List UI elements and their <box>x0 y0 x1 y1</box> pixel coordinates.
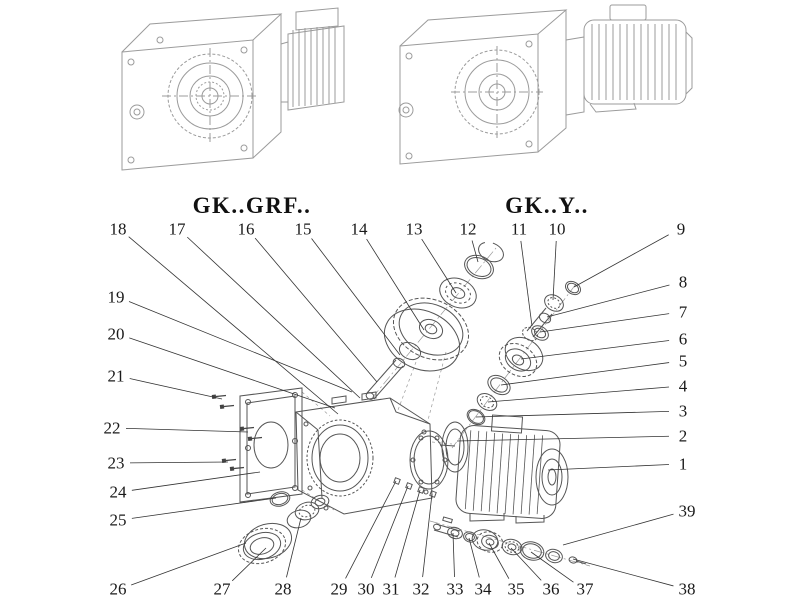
callout-number-27: 27 <box>213 579 231 599</box>
exploded-view <box>211 241 591 567</box>
callout-number-10: 10 <box>548 219 566 239</box>
callout-number-25: 25 <box>109 510 127 530</box>
callout-number-38: 38 <box>678 579 696 599</box>
callout-number-35: 35 <box>507 579 525 599</box>
bevel-pinion-set <box>466 280 581 426</box>
callout-number-26: 26 <box>109 579 127 599</box>
gear-housing <box>295 391 449 515</box>
callout-number-28: 28 <box>274 579 292 599</box>
assembled-gearbox-drawing-grf <box>121 7 345 171</box>
callout-number-15: 15 <box>294 219 312 239</box>
callout-number-1: 1 <box>678 454 688 474</box>
model-title-y: GK..Y.. <box>505 193 589 218</box>
ring-gear-parts <box>237 491 330 565</box>
input-gear-set <box>365 241 504 400</box>
callout-number-5: 5 <box>678 351 688 371</box>
callout-number-13: 13 <box>405 219 423 239</box>
model-title-grf: GK..GRF.. <box>192 193 312 218</box>
callout-number-33: 33 <box>446 579 464 599</box>
callout-number-2: 2 <box>678 426 688 446</box>
callout-number-4: 4 <box>678 376 688 396</box>
callout-number-17: 17 <box>168 219 186 239</box>
callout-number-36: 36 <box>542 579 560 599</box>
callout-number-24: 24 <box>109 482 127 502</box>
callout-number-31: 31 <box>382 579 400 599</box>
callout-number-21: 21 <box>107 366 125 386</box>
callout-number-32: 32 <box>412 579 430 599</box>
callout-number-22: 22 <box>103 418 121 438</box>
output-shaft-assembly <box>433 516 587 565</box>
callout-number-6: 6 <box>678 329 688 349</box>
axis-lines <box>301 247 591 567</box>
callout-number-20: 20 <box>107 324 125 344</box>
callout-number-9: 9 <box>676 219 686 239</box>
callout-number-16: 16 <box>237 219 255 239</box>
callout-number-7: 7 <box>678 302 688 322</box>
leader-lines <box>125 234 674 587</box>
callout-number-11: 11 <box>510 219 528 239</box>
callout-number-14: 14 <box>350 219 368 239</box>
callout-number-19: 19 <box>107 287 125 307</box>
assembled-gearmotor-drawing-y <box>398 4 693 165</box>
callout-number-23: 23 <box>107 453 125 473</box>
callout-number-18: 18 <box>109 219 127 239</box>
electric-motor <box>439 414 569 524</box>
motor-fasteners <box>393 477 437 498</box>
callout-number-34: 34 <box>474 579 492 599</box>
fastener-bolts <box>211 394 263 471</box>
callout-number-3: 3 <box>678 401 688 421</box>
callout-number-8: 8 <box>678 272 688 292</box>
callout-number-12: 12 <box>459 219 477 239</box>
callout-number-39: 39 <box>678 501 696 521</box>
callout-number-29: 29 <box>330 579 348 599</box>
callout-number-30: 30 <box>357 579 375 599</box>
callout-number-37: 37 <box>576 579 594 599</box>
